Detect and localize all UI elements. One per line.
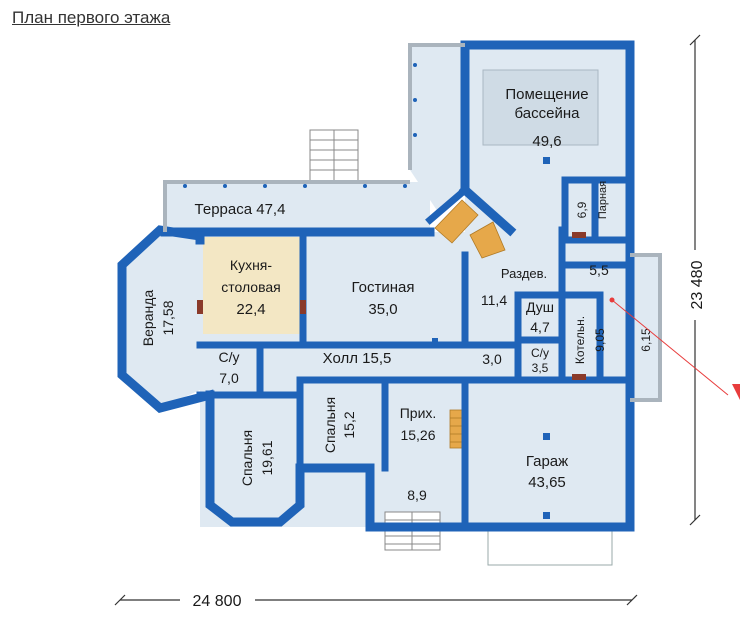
- room-114-area: 11,4: [481, 292, 507, 308]
- pool-basin: [482, 69, 599, 146]
- kitchen-area: 22,4: [236, 301, 265, 318]
- pointer-line: [609, 297, 740, 400]
- room-30-area: 3,0: [482, 351, 502, 367]
- boiler-label: Котельн.: [573, 316, 587, 364]
- pool-label-2: бассейна: [515, 105, 581, 122]
- wc1-area: 7,0: [219, 370, 239, 386]
- shower-label: Душ: [526, 299, 554, 315]
- veranda-area: 17,58: [160, 300, 176, 335]
- wc1-label: С/у: [219, 349, 240, 365]
- sauna-area: 6,9: [575, 201, 589, 218]
- kitchen-label-2: столовая: [221, 279, 281, 295]
- hall-label: Холл 15,5: [323, 350, 392, 367]
- walls: [117, 40, 635, 532]
- terrace-stairs: [309, 129, 359, 183]
- wc2-label: С/у: [531, 346, 549, 360]
- kitchen-floor: [203, 237, 303, 334]
- kitchen-label: Кухня-: [230, 257, 272, 273]
- sauna-label: Парная: [597, 181, 609, 219]
- garage-apron: [487, 526, 613, 566]
- dimension-height: [689, 34, 701, 526]
- radiators: [197, 232, 586, 380]
- terrace-posts: [183, 63, 417, 188]
- plan-title: План первого этажа: [12, 8, 171, 27]
- bedroom1-area: 19,61: [259, 440, 275, 475]
- dimension-width-label: 24 800: [193, 593, 242, 610]
- wc2-area: 3,5: [532, 361, 549, 375]
- pool-label: Помещение: [505, 86, 588, 103]
- room-615-area: 6,15: [639, 328, 653, 352]
- entry-label: Прих.: [400, 405, 437, 421]
- garage-area: 43,65: [528, 474, 566, 491]
- living-area: 35,0: [368, 301, 397, 318]
- room-55-area: 5,5: [589, 262, 609, 278]
- garage-label: Гараж: [526, 453, 568, 470]
- veranda-label: Веранда: [140, 290, 156, 347]
- shower-area: 4,7: [530, 319, 550, 335]
- terrace-outline: [163, 43, 662, 402]
- dimension-height-label: 23 480: [689, 260, 706, 309]
- dimension-width: [114, 594, 638, 606]
- boiler-area: 9,05: [593, 328, 607, 352]
- terrace-label: Терраса 47,4: [195, 201, 286, 218]
- pool-area: 49,6: [532, 133, 561, 150]
- dressing-label: Раздев.: [501, 266, 547, 281]
- ceiling-markers: [432, 157, 550, 519]
- bedroom2-area: 15,2: [341, 411, 357, 438]
- living-label: Гостиная: [352, 279, 415, 296]
- room-labels: Помещение бассейна 49,6 Терраса 47,4 Кух…: [140, 86, 653, 503]
- vestibule-area: 8,9: [407, 487, 427, 503]
- entry-area: 15,26: [400, 427, 435, 443]
- bedroom1-label: Спальня: [239, 430, 255, 486]
- bedroom2-label: Спальня: [322, 397, 338, 453]
